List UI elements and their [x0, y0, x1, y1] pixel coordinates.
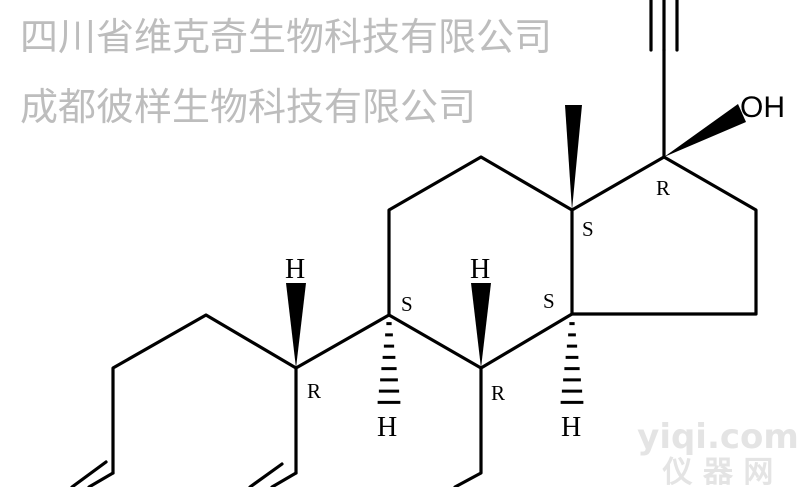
c4-c5-double-bond: [248, 462, 284, 487]
wedge-bond-oh: [664, 104, 746, 157]
watermark-site-logo-sub: 仪 器 网: [662, 455, 774, 487]
watermark-site-logo: yiqi.com: [637, 417, 799, 457]
stereo-label-c9: S: [401, 292, 413, 316]
hydroxyl-label: OH: [740, 91, 785, 124]
ring-c: [387, 155, 574, 370]
wedge-bond-h8: [471, 283, 491, 368]
carbonyl-bond-double: [70, 460, 108, 487]
stereo-label-c14: S: [543, 289, 555, 313]
hash-bond-h14: [560, 322, 584, 404]
c4-c5-bond: [270, 471, 298, 487]
hydrogen-label-c8: H: [470, 254, 490, 285]
watermark-company-1: 四川省维克奇生物科技有限公司: [20, 15, 552, 59]
stereo-label-c17: R: [656, 176, 670, 200]
hash-bond-h9: [377, 322, 401, 404]
stereo-label-c13: S: [582, 217, 594, 241]
ring-a: [111, 313, 298, 475]
wedge-bond-methyl: [565, 105, 582, 210]
watermark-company-2: 成都彼样生物科技有限公司: [20, 85, 476, 129]
hydrogen-label-c9: H: [377, 412, 397, 443]
hydrogen-label-c14: H: [561, 412, 581, 443]
stereo-label-c8: R: [491, 381, 505, 405]
carbonyl-bond: [87, 471, 115, 487]
stereo-label-c10: R: [307, 379, 321, 403]
ethynyl-group: [649, 0, 679, 159]
ring-d: [570, 155, 758, 316]
wedge-bond-h10: [286, 283, 306, 368]
ring-b-right: [453, 366, 483, 487]
hydrogen-label-c10: H: [285, 254, 305, 285]
